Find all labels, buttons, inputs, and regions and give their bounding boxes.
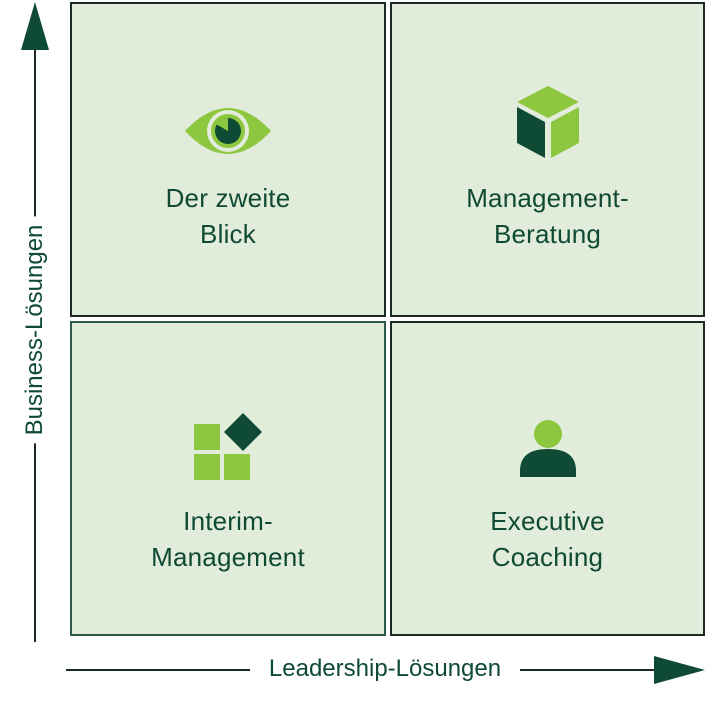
quadrant-label: Management- Beratung <box>392 180 703 252</box>
x-axis-arrow-icon <box>654 656 705 684</box>
label-line-1: Interim- <box>183 506 273 536</box>
label-line-2: Beratung <box>493 219 602 249</box>
quadrant-label: Interim- Management <box>72 503 384 575</box>
label-line-1: Management- <box>466 183 629 213</box>
quadrant-management-beratung: Management- Beratung <box>390 2 705 317</box>
person-icon <box>519 420 576 477</box>
label-line-2: Management <box>151 542 305 572</box>
label-line-1: Der zweite <box>165 183 291 213</box>
eye-icon <box>185 108 271 154</box>
quadrant-label: Executive Coaching <box>392 503 703 575</box>
quadrant-label: Der zweite Blick <box>72 180 384 252</box>
label-line-1: Executive <box>490 506 605 536</box>
quadrant-der-zweite-blick: Der zweite Blick <box>70 2 386 317</box>
label-line-2: Coaching <box>491 542 604 572</box>
cube-icon <box>516 86 579 158</box>
quadrant-executive-coaching: Executive Coaching <box>390 321 705 636</box>
label-line-2: Blick <box>200 219 256 249</box>
y-axis-arrow-icon <box>21 2 49 50</box>
blocks-icon <box>194 413 262 480</box>
x-axis-label: Leadership-Lösungen <box>250 652 520 686</box>
y-axis-label: Business-Lösungen <box>18 216 52 444</box>
quadrant-interim-management: Interim- Management <box>70 321 386 636</box>
